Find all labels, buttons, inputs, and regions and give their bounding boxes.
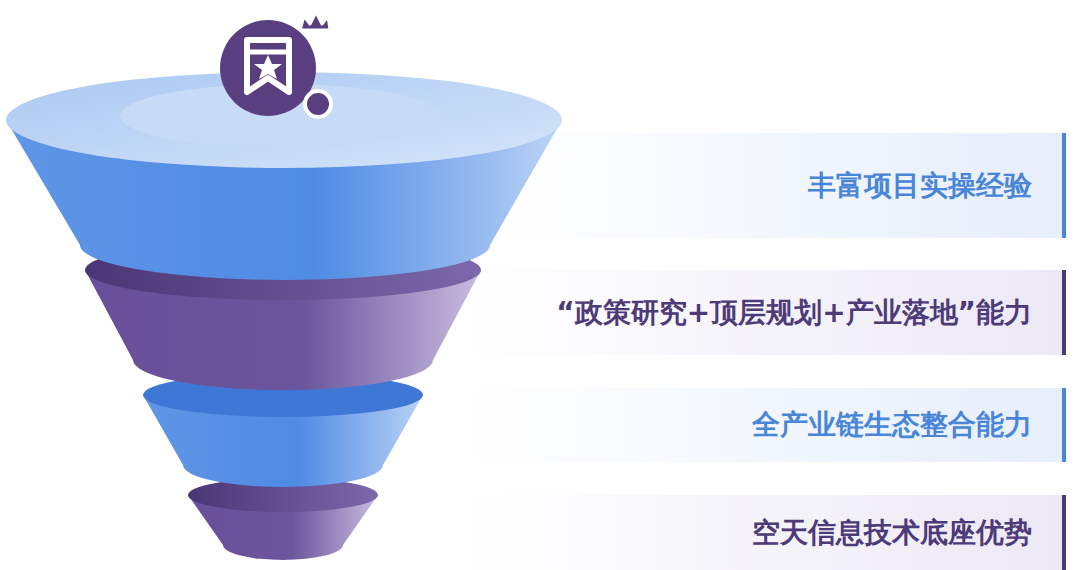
capability-text: “政策研究+顶层规划+产业落地”能力	[556, 294, 1032, 332]
capability-band: 丰富项目实操经验	[505, 133, 1066, 238]
capability-band: “政策研究+顶层规划+产业落地”能力	[470, 270, 1066, 355]
capability-text: 丰富项目实操经验	[808, 167, 1032, 205]
capability-text: 全产业链生态整合能力	[752, 406, 1032, 444]
capability-band: 空天信息技术底座优势	[470, 495, 1066, 570]
capability-band: 全产业链生态整合能力	[470, 388, 1066, 462]
capability-text: 空天信息技术底座优势	[752, 514, 1032, 552]
